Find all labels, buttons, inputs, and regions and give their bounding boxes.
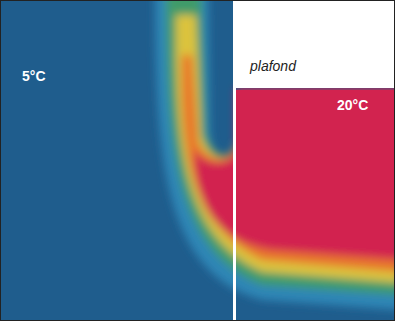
wall-line [233, 1, 236, 320]
temperature-label: 5°C [22, 68, 46, 84]
warm-region [236, 90, 394, 230]
isotherm-band [166, 1, 394, 295]
isotherm-band [155, 1, 394, 310]
ceiling-space [236, 1, 394, 88]
temperature-label: plafond [250, 58, 296, 74]
isotherm-band [194, 88, 394, 260]
temperature-label: 20°C [337, 97, 368, 113]
